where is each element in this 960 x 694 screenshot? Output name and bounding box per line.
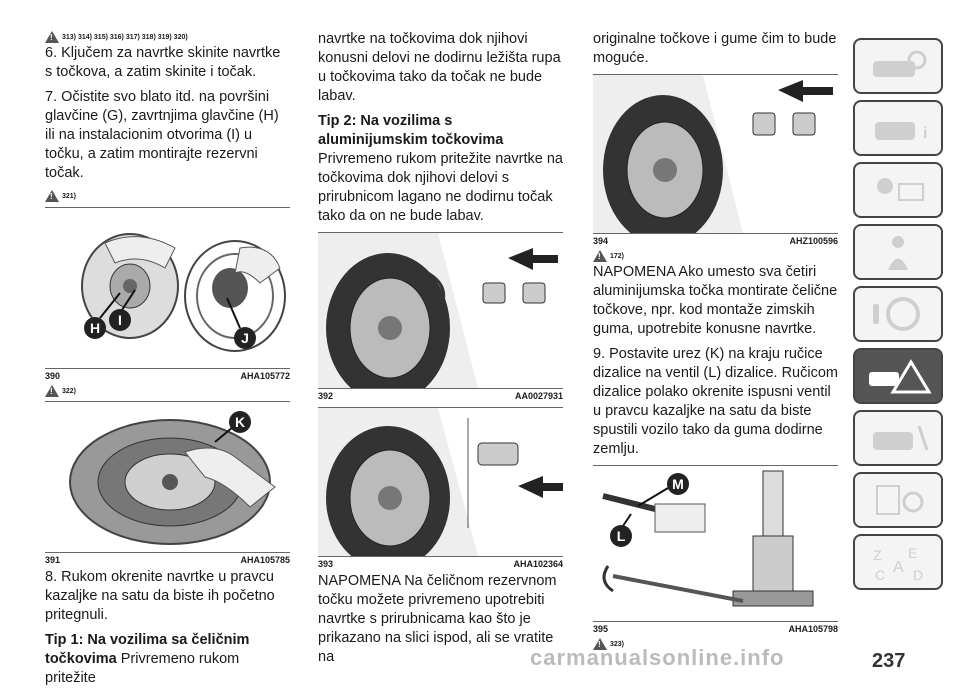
figure-caption: 395 AHA105798 <box>593 624 838 634</box>
warning-icon <box>593 638 607 650</box>
column-1: 313) 314) 315) 316) 317) 318) 319) 320) … <box>45 30 290 694</box>
data-gear-icon <box>876 485 924 515</box>
label-i: I <box>118 312 122 328</box>
spare-wheel-illustration: K <box>69 411 276 545</box>
tip-1: Tip 1: Na vozilima sa čeličnim točkovima… <box>45 632 250 686</box>
car-wrench-icon <box>873 425 929 451</box>
column-3: originalne točkove i gume čim to bude mo… <box>593 30 838 651</box>
warning-icon <box>45 31 59 43</box>
tab-dashboard[interactable]: i <box>853 100 943 156</box>
tab-safety[interactable] <box>853 224 943 280</box>
figure-392 <box>318 232 563 403</box>
alphabet-index-icon: Z EAC D <box>873 545 923 582</box>
svg-text:E: E <box>908 545 917 561</box>
jack-illustration: M L <box>602 470 814 607</box>
warning-icon <box>45 190 59 202</box>
continuation: navrtke na točkovima dok njihovi konusni… <box>318 31 561 104</box>
figure-caption: 393 AHA102364 <box>318 559 563 569</box>
svg-text:C: C <box>875 567 885 582</box>
figure-caption: 392 AA0027931 <box>318 391 563 401</box>
emergency-triangle-icon <box>869 359 932 394</box>
figure-390: H I J <box>45 207 290 369</box>
figure-395: M L <box>593 465 838 622</box>
svg-text:Z: Z <box>873 547 882 563</box>
label-j: J <box>241 330 249 346</box>
flange-nut-illustration <box>318 408 563 570</box>
column-2: navrtke na točkovima dok njihovi konusni… <box>318 30 563 673</box>
seatbelt-icon <box>888 236 908 270</box>
label-k: K <box>235 414 245 430</box>
car-search-icon <box>873 50 927 77</box>
warning-refs: 321) <box>45 189 290 203</box>
warning-icon <box>45 385 59 397</box>
tab-starting-driving[interactable] <box>853 286 943 342</box>
wheel-nut-illustration <box>318 233 558 403</box>
warning-refs: 322) <box>45 384 290 398</box>
figure-caption: 390 AHA105772 <box>45 371 290 381</box>
tab-warning-lights[interactable] <box>853 162 943 218</box>
light-message-icon <box>877 178 924 201</box>
step-8: 8. Rukom okrenite navrtke u pravcu kazal… <box>45 569 275 623</box>
watermark: carmanualsonline.info <box>530 645 785 670</box>
note: NAPOMENA Na čeličnom rezervnom točku mož… <box>318 573 557 665</box>
tab-emergency[interactable] <box>853 348 943 404</box>
figure-391: K <box>45 401 290 553</box>
warning-refs: 313) 314) 315) 316) 317) 318) 319) 320) <box>45 30 290 44</box>
step-6: 6. Ključem za navrtke skinite navrtke s … <box>45 45 281 80</box>
continuation: originalne točkove i gume čim to bude mo… <box>593 31 837 66</box>
figure-caption: 391 AHA105785 <box>45 555 290 565</box>
tab-maintenance[interactable] <box>853 410 943 466</box>
label-l: L <box>617 528 626 544</box>
step-7: 7. Očistite svo blato itd. na površini g… <box>45 89 279 181</box>
step-9: 9. Postavite urez (K) na kraju ručice di… <box>593 346 838 457</box>
figure-394 <box>593 74 838 245</box>
warning-icon <box>593 250 607 262</box>
svg-text:i: i <box>923 125 927 142</box>
tab-technical-data[interactable] <box>853 472 943 528</box>
steering-wheel-icon <box>873 297 920 331</box>
tip-2: Tip 2: Na vozilima s aluminijumskim točk… <box>318 113 563 224</box>
svg-text:A: A <box>893 559 904 576</box>
note: NAPOMENA Ako umesto sva četiri aluminiju… <box>593 264 838 337</box>
wheel-hub-illustration: H I J <box>81 233 286 352</box>
svg-text:D: D <box>913 567 923 582</box>
warning-refs: 323) <box>593 637 838 651</box>
figure-393 <box>318 407 563 570</box>
car-info-icon: i <box>875 122 927 142</box>
label-m: M <box>672 476 684 492</box>
tire-nut-illustration <box>593 75 833 245</box>
page-number: 237 <box>872 650 906 672</box>
warning-refs: 172) <box>593 249 838 263</box>
figure-caption: 394 AHZ100596 <box>593 236 838 246</box>
label-h: H <box>90 320 100 336</box>
tab-vehicle-knowledge[interactable] <box>853 38 943 94</box>
